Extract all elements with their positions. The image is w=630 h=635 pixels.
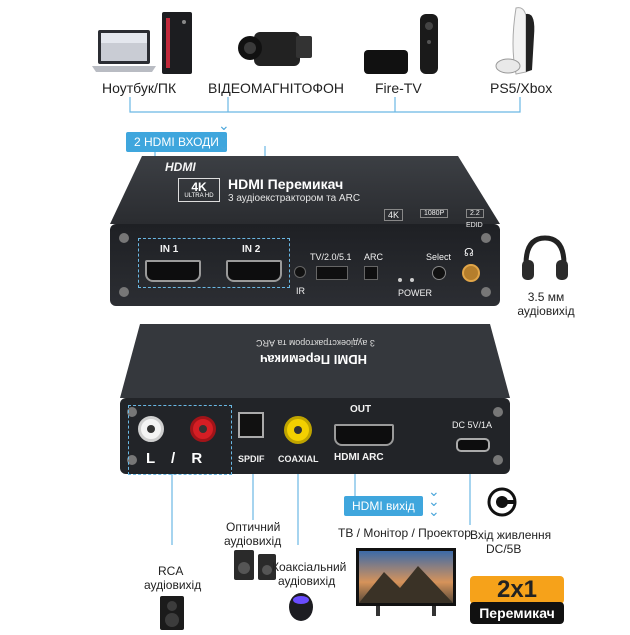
fire-tv-icon <box>362 12 446 76</box>
spdif-label: SPDIF <box>238 454 265 464</box>
select-label: Select <box>426 252 452 262</box>
rca-highlight-box <box>128 405 232 475</box>
power-label-2: DC/5B <box>486 542 522 556</box>
select-button[interactable] <box>432 266 446 280</box>
camcorder-label: ВІДЕОМАГНІТОФОН <box>208 80 344 96</box>
coax-label-2: аудіовихід <box>278 574 336 588</box>
hdmi-arc-label: HDMI ARC <box>334 452 384 463</box>
coaxial-hole <box>294 426 302 434</box>
coaxial-label: COAXIAL <box>278 454 319 464</box>
power-label-1: Вхід живлення <box>470 528 552 542</box>
ps5-icon <box>494 6 554 78</box>
laptop-label: Ноутбук/ПК <box>102 80 177 96</box>
spdif-port <box>238 412 264 438</box>
badge-4k: 4K ULTRA HD <box>178 178 220 202</box>
coax-label-1: Коаксіальний <box>272 560 347 574</box>
camcorder-icon <box>236 22 316 74</box>
front-hdmi-logo: HDMI <box>165 160 196 174</box>
smart-speaker-icon <box>288 592 314 622</box>
rca-right-hole <box>199 425 207 433</box>
front-device-body <box>110 156 500 306</box>
front-subtitle: 3 аудіоекстрактором та ARC <box>228 193 361 204</box>
ir-sensor <box>294 266 306 278</box>
pc-tower-icon <box>160 12 194 76</box>
tv-label: ТВ / Монітор / Проектор <box>338 526 471 540</box>
coaxial-port <box>284 416 312 444</box>
fire-tv-label: Fire-TV <box>375 80 422 96</box>
chevron-down-icon: ⌄⌄⌄ <box>428 483 440 519</box>
rca-left-hole <box>147 425 155 433</box>
bookshelf-speaker-icon <box>158 596 186 630</box>
rear-device-body <box>120 324 510 474</box>
rear-title: HDMI Перемикач <box>260 352 367 367</box>
ir-label: IR <box>296 286 305 296</box>
rca-label-2: аудіовихід <box>144 578 202 592</box>
headphone-jack-icon: ☊ <box>464 247 474 259</box>
inputs-pill: 2 HDMI ВХОДИ <box>126 132 227 152</box>
mode-label: TV/2.0/5.1 <box>310 252 352 262</box>
badge-uhd-text: ULTRA HD <box>184 192 214 199</box>
hdmi-out-port <box>334 424 394 446</box>
optical-label-2: аудіовихід <box>224 534 282 548</box>
headphone-jack <box>462 264 480 282</box>
chevron-down-icon: ⌄⌄⌄ <box>218 117 230 153</box>
speaker-icon <box>232 548 278 582</box>
power-led <box>398 278 402 282</box>
switch-badge-small: Перемикач <box>470 602 564 624</box>
switch-badge-big: 2x1 <box>470 576 564 604</box>
in2-label: IN 2 <box>242 244 261 255</box>
in1-label: IN 1 <box>160 244 179 255</box>
power-led-2 <box>410 278 414 282</box>
arc-label: ARC <box>364 252 384 262</box>
rca-left-jack <box>138 416 164 442</box>
spec-edid-label: EDID <box>466 222 483 229</box>
laptop-icon <box>92 28 156 76</box>
inputs-highlight-box <box>138 238 290 288</box>
hdmi-out-pill: HDMI вихід <box>344 496 423 516</box>
usb-c-power-port <box>456 438 490 452</box>
optical-label-1: Оптичний <box>226 520 281 534</box>
ps5-label: PS5/Xbox <box>490 80 553 96</box>
headphones-icon <box>520 234 570 282</box>
hdmi-in2-port <box>226 260 282 282</box>
mode-switch[interactable] <box>316 266 348 280</box>
arc-switch[interactable] <box>364 266 378 280</box>
rca-right-jack <box>190 416 216 442</box>
spec-4k: 4K <box>384 209 404 221</box>
out-label: OUT <box>350 404 372 415</box>
tv-icon <box>356 548 456 618</box>
front-title: HDMI Перемикач <box>228 176 344 192</box>
power-plug-icon <box>486 486 518 518</box>
power-label: POWER <box>398 288 433 298</box>
dc-label: DC 5V/1A <box>452 420 493 430</box>
spec-fps: 1080P <box>420 209 449 218</box>
rear-subtitle: 3 аудіоекстрактором та ARC <box>256 338 375 348</box>
rca-label-1: RCA <box>158 564 184 578</box>
hdmi-in1-port <box>145 260 201 282</box>
badge-4k-text: 4K <box>191 179 207 194</box>
spec-edid: 2.2 <box>466 209 484 218</box>
headphones-label: 3.5 мм аудіовихід <box>517 290 575 318</box>
lr-label: L / R <box>146 450 209 467</box>
